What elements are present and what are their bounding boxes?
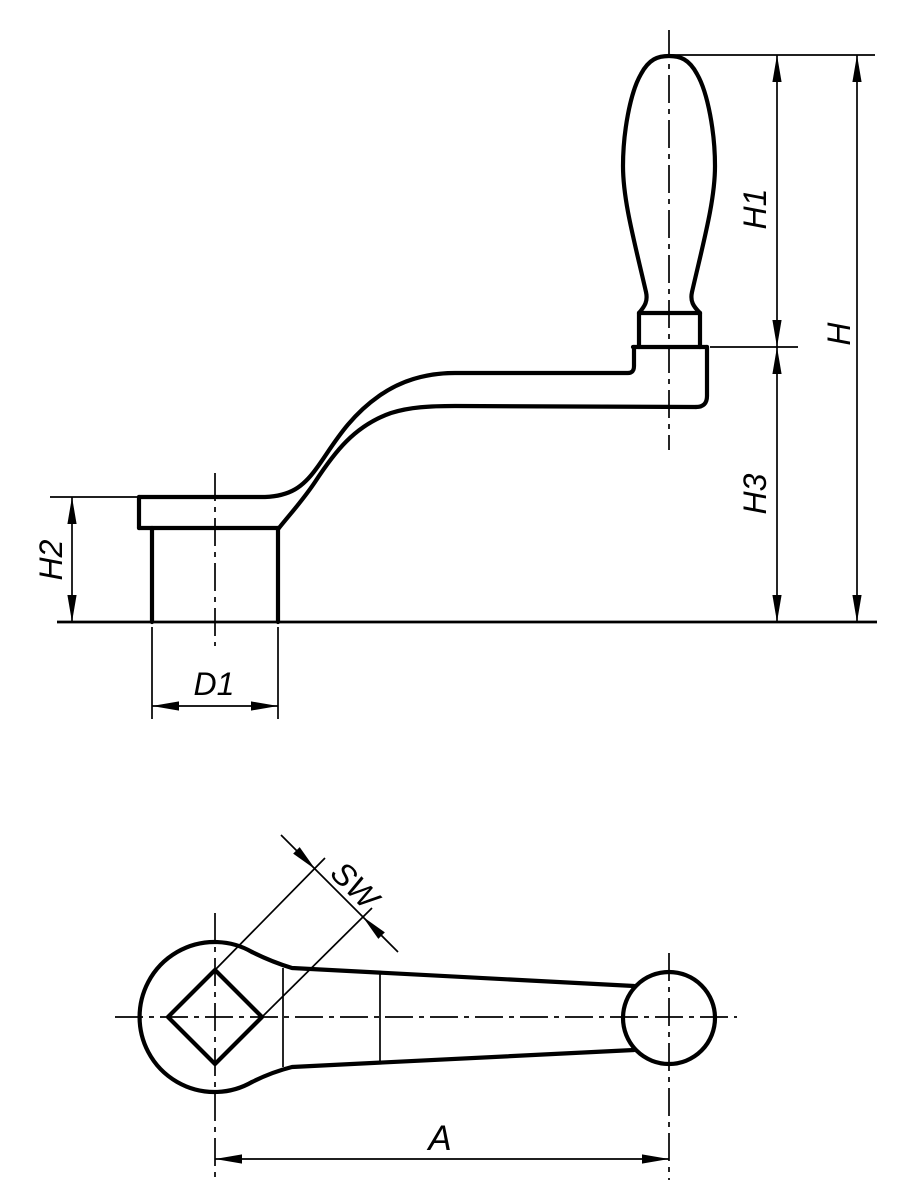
boss-right-edge: [693, 344, 710, 410]
arm-lower-outline: [276, 403, 699, 531]
dim-h2-arrow-top: [67, 497, 77, 524]
dim-label-h2: H2: [33, 539, 69, 580]
dim-h3-arrow-bottom: [772, 595, 782, 622]
dim-label-sw: SW: [324, 854, 388, 918]
knob-circle: [620, 969, 718, 1067]
arm-upper-outline: [136, 344, 637, 500]
dim-label-d1: D1: [194, 666, 235, 702]
dim-sw-arrow-1: [293, 847, 316, 870]
dim-d1: D1: [152, 666, 278, 711]
dim-h-arrow-top: [852, 55, 862, 82]
knob-outline: [620, 53, 718, 316]
sw-extension-line-1: [214, 857, 326, 971]
lever-upper-outline: [249, 949, 637, 989]
dim-label-h: H: [821, 322, 857, 346]
dim-h: H: [821, 55, 862, 622]
dim-label-h3: H3: [737, 473, 773, 514]
lever-lower-outline: [249, 1047, 637, 1085]
dim-a-arrow-left: [215, 1154, 242, 1164]
dim-d1-arrow-left: [152, 701, 179, 711]
dim-a-arrow-right: [642, 1154, 669, 1164]
dim-h3: H3: [737, 347, 782, 622]
dim-h1-arrow-top: [772, 55, 782, 82]
dim-sw-arrow-2: [362, 916, 385, 939]
plan-view: SW A: [115, 834, 737, 1183]
dim-h1-arrow-bottom: [772, 320, 782, 347]
dim-h2: H2: [33, 497, 77, 622]
dim-label-a: A: [426, 1119, 451, 1158]
dim-h2-arrow-bottom: [67, 595, 77, 622]
side-view: H1 H3 H H2 D1: [33, 30, 877, 719]
dim-label-h1: H1: [737, 189, 773, 230]
dim-h3-arrow-top: [772, 347, 782, 374]
dim-h-arrow-bottom: [852, 595, 862, 622]
dim-d1-arrow-right: [251, 701, 278, 711]
dim-h1: H1: [737, 55, 782, 347]
dim-sw: SW: [214, 834, 399, 1018]
hub-circle: [137, 939, 255, 1095]
dim-a: A: [215, 1119, 669, 1164]
sw-extension-line-2: [261, 907, 373, 1018]
